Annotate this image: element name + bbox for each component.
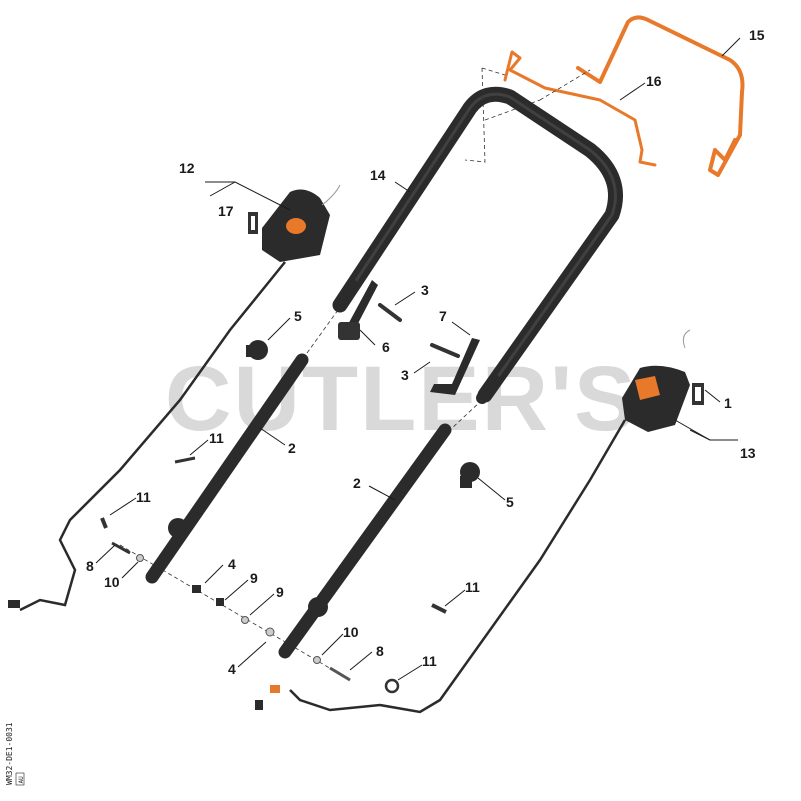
- screw-8-left[interactable]: [111, 541, 131, 555]
- bolt-right[interactable]: [430, 343, 460, 358]
- spacer-9-upper[interactable]: [216, 598, 224, 606]
- alignment-line: [464, 67, 591, 163]
- callout-11-d: 11: [422, 653, 437, 669]
- clamp-lever-right[interactable]: [430, 338, 480, 395]
- handle-knob-left[interactable]: [246, 340, 268, 360]
- callout-8-left: 8: [86, 558, 94, 574]
- upper-handle[interactable]: [332, 86, 623, 403]
- bolt-left[interactable]: [378, 303, 402, 322]
- lower-handle-right[interactable]: [278, 423, 452, 659]
- switch-key-17[interactable]: [248, 212, 258, 234]
- callout-10-right: 10: [343, 624, 359, 640]
- nut-4-lower[interactable]: [265, 627, 275, 637]
- cable-clip-4[interactable]: [384, 678, 400, 694]
- drawing-code: WM32-DE1-0031 AU: [5, 722, 25, 786]
- washer-9-lower[interactable]: [241, 616, 249, 624]
- callout-2-left: 2: [288, 440, 296, 456]
- drawing-code-text: WM32-DE1-0031: [5, 722, 14, 785]
- handle-stub-right: [476, 374, 500, 404]
- callout-1: 1: [724, 395, 732, 411]
- cable-left[interactable]: [19, 261, 286, 612]
- assembly-line-right: [449, 399, 483, 431]
- callout-12: 12: [179, 160, 195, 176]
- callout-9-lower: 9: [276, 584, 284, 600]
- callout-5-left: 5: [294, 308, 302, 324]
- cable-connector-left: [8, 600, 20, 608]
- callout-4-lower: 4: [228, 661, 236, 677]
- washer-10-right[interactable]: [313, 656, 321, 664]
- handle-knob-right[interactable]: [460, 462, 480, 488]
- bail-bar[interactable]: [576, 15, 745, 177]
- nut-4-upper[interactable]: [192, 585, 201, 593]
- cable-right[interactable]: [289, 419, 627, 714]
- callout-5-right: 5: [506, 494, 514, 510]
- assembly-line-bolts-left: [119, 544, 351, 681]
- callout-6: 6: [382, 339, 390, 355]
- callout-3-upper: 3: [421, 282, 429, 298]
- clamp-lever-left[interactable]: [338, 280, 378, 340]
- callout-9-upper: 9: [250, 570, 258, 586]
- cable-clip-3[interactable]: [431, 603, 447, 614]
- callout-13: 13: [740, 445, 756, 461]
- control-box-right[interactable]: [622, 329, 691, 432]
- callout-16: 16: [646, 73, 662, 89]
- callout-15: 15: [749, 27, 765, 43]
- switch-key-1[interactable]: [692, 383, 704, 405]
- callout-11-b: 11: [136, 489, 151, 505]
- lower-handle-left[interactable]: [145, 353, 309, 584]
- callout-8-right: 8: [376, 643, 384, 659]
- cable-clip-2[interactable]: [100, 517, 108, 529]
- callout-2-right: 2: [353, 475, 361, 491]
- screw-8-right[interactable]: [329, 666, 351, 682]
- callout-4-upper: 4: [228, 556, 236, 572]
- bail-rod[interactable]: [503, 50, 657, 167]
- callout-14: 14: [370, 167, 386, 183]
- callout-3-lower: 3: [401, 367, 409, 383]
- cable-connector-right: [255, 685, 280, 710]
- leader-lines: [95, 37, 741, 681]
- callout-10-left: 10: [104, 574, 120, 590]
- washer-10-left[interactable]: [136, 554, 144, 562]
- handle-stub-left: [334, 279, 358, 311]
- callout-17: 17: [218, 203, 234, 219]
- cable-clip-1[interactable]: [174, 456, 196, 464]
- assembly-line-left: [301, 309, 339, 361]
- drawing-tag-text: AU: [18, 776, 25, 784]
- callout-7: 7: [439, 308, 447, 324]
- callout-11-c: 11: [465, 579, 480, 595]
- callout-11-a: 11: [209, 430, 224, 446]
- callout-labels: 1 2 2 3 3 4 4 5 5 6 7 8 8 9 9 10 10 11 1…: [86, 27, 765, 677]
- watermark-text: CUTLER'S: [165, 348, 637, 450]
- control-box-left[interactable]: [262, 184, 341, 262]
